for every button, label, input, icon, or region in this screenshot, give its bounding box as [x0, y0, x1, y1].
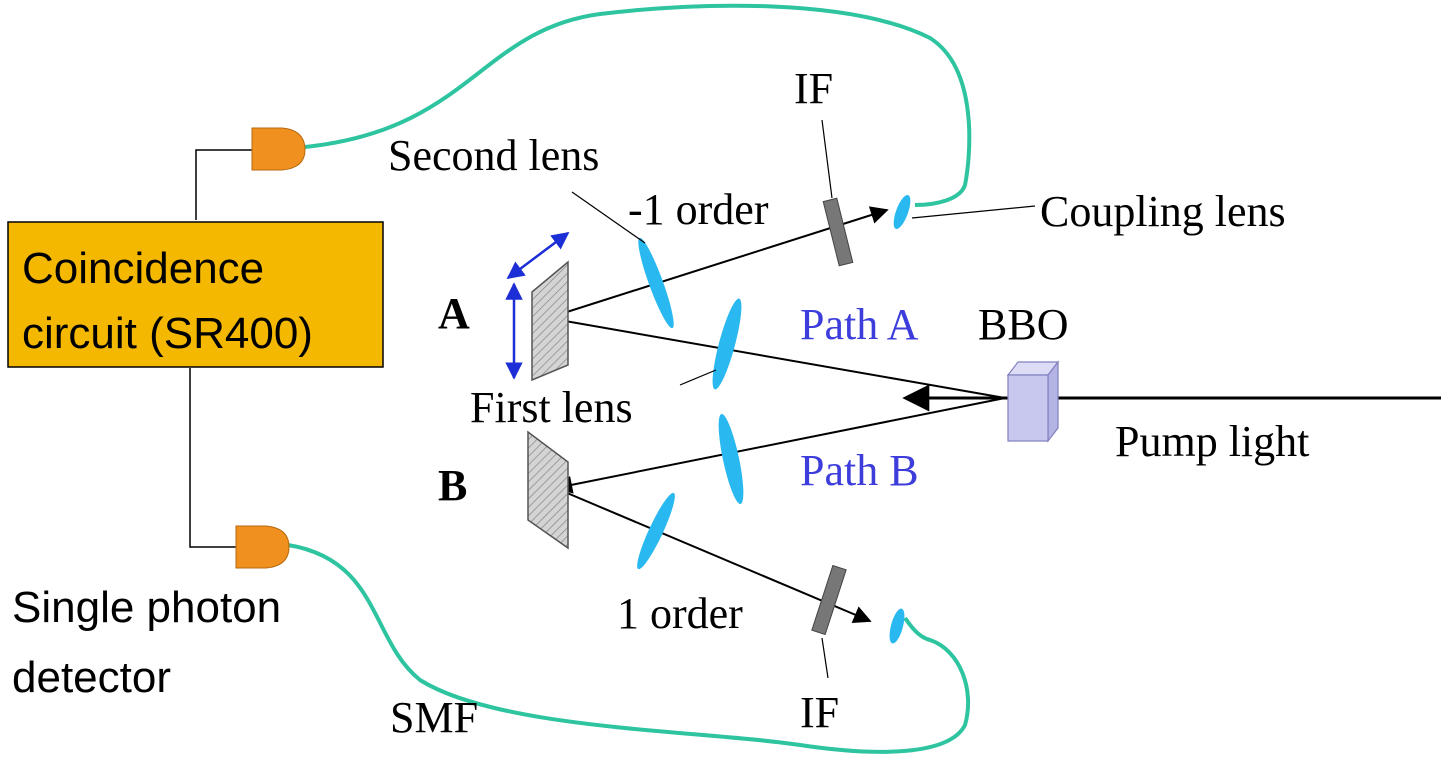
pump-light-label: Pump light: [1115, 417, 1309, 466]
mirror-a-label: A: [438, 289, 470, 338]
coincidence-label-line1: Coincidence: [22, 244, 264, 293]
coupling-lens-top: [893, 194, 911, 230]
second-lens-label: Second lens: [388, 131, 599, 180]
bbo-label: BBO: [978, 300, 1068, 349]
coincidence-label-line2: circuit (SR400): [22, 309, 313, 358]
leader-coupling-lens: [911, 205, 1036, 219]
minus-one-order-label: -1 order: [628, 185, 769, 234]
leader-first-lens: [679, 369, 717, 386]
detector-label-line2: detector: [12, 653, 171, 702]
mirror-tilt-arrow-diagonal: [506, 231, 570, 280]
interference-filter-bottom: [811, 564, 847, 636]
coupling-lens-bottom: [889, 608, 905, 644]
second-lens-bottom: [637, 492, 675, 570]
leader-second-lens: [571, 191, 646, 244]
first-lens-label: First lens: [470, 383, 633, 432]
detector-label-line1: Single photon: [12, 583, 281, 632]
beam-path-a: [546, 311, 1006, 399]
first-lens-top: [712, 298, 742, 390]
first-lens-bottom: [718, 413, 744, 505]
one-order-label: 1 order: [617, 589, 743, 638]
wire-top: [195, 149, 252, 220]
second-lens-top: [638, 237, 674, 329]
fiber-top: [304, 3, 972, 207]
wire-bottom: [189, 368, 236, 548]
coupling-lens-label: Coupling lens: [1040, 187, 1286, 236]
bbo-crystal: [1006, 360, 1060, 443]
smf-label: SMF: [390, 693, 478, 742]
mirror-a: [531, 260, 569, 382]
beam-one-order: [559, 489, 872, 623]
fiber-bottom: [287, 543, 971, 754]
beam-path-b: [554, 397, 1006, 494]
if-bottom-label: IF: [800, 688, 839, 737]
leader-if-top: [821, 119, 833, 199]
if-top-label: IF: [794, 64, 833, 113]
coincidence-circuit-box: [7, 221, 384, 368]
interference-filter-top: [822, 197, 854, 267]
mirror-b: [527, 430, 569, 550]
path-a-label: Path A: [800, 300, 919, 349]
mirror-b-label: B: [438, 461, 467, 510]
leader-if-bottom: [821, 637, 829, 679]
path-b-label: Path B: [800, 446, 919, 495]
detector-top: [251, 127, 306, 171]
detector-bottom: [235, 525, 290, 569]
